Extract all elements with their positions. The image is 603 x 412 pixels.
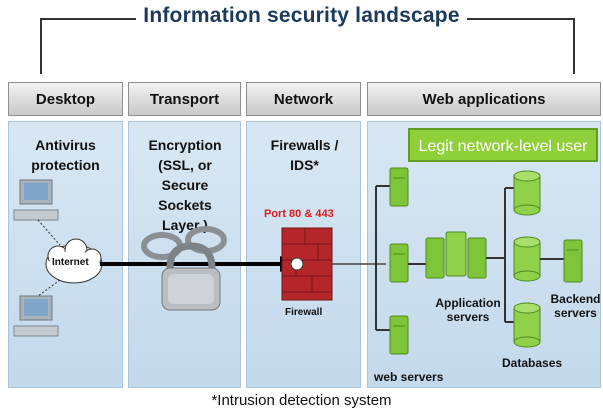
computer-icon-bottom <box>13 295 59 337</box>
web-server-icon-3 <box>389 315 409 355</box>
backend-server-icon <box>563 239 583 283</box>
network-text: Firewalls / IDS* <box>270 137 339 173</box>
web-server-icon-1 <box>389 167 409 207</box>
header-web-applications: Web applications <box>367 82 601 116</box>
firewall-label: Firewall <box>285 307 323 318</box>
legit-user-badge: Legit network-level user <box>408 128 598 162</box>
database-icon-3 <box>513 302 541 348</box>
bracket-left-vertical <box>40 18 42 74</box>
bracket-right-vertical <box>573 18 575 74</box>
databases-label: Databases <box>502 356 563 370</box>
header-desktop: Desktop <box>8 82 123 116</box>
computer-icon-top <box>13 179 59 221</box>
desktop-text: Antivirus protection <box>31 137 100 173</box>
firewall-icon <box>281 227 333 301</box>
web-server-icon-2 <box>389 243 409 283</box>
database-icon-2 <box>513 236 541 282</box>
bracket-right-horizontal <box>467 18 575 20</box>
port-label: Port 80 & 443 <box>264 208 334 220</box>
database-icon-1 <box>513 170 541 216</box>
application-servers-label: Application servers <box>435 296 501 324</box>
bracket-left-horizontal <box>40 18 136 20</box>
page-title: Information security landscape <box>143 4 460 27</box>
application-server-icon <box>425 231 487 279</box>
internet-label: Internet <box>52 257 89 268</box>
header-network: Network <box>246 82 361 116</box>
web-servers-label: web servers <box>374 370 444 384</box>
internet-cloud-icon <box>45 238 103 284</box>
header-transport: Transport <box>128 82 241 116</box>
padlock-chain-icon <box>141 226 227 311</box>
transport-text: Encryption (SSL, or Secure Sockets Layer… <box>148 137 222 233</box>
backend-servers-label: Backend servers <box>550 292 601 320</box>
footnote: *Intrusion detection system <box>211 392 392 409</box>
